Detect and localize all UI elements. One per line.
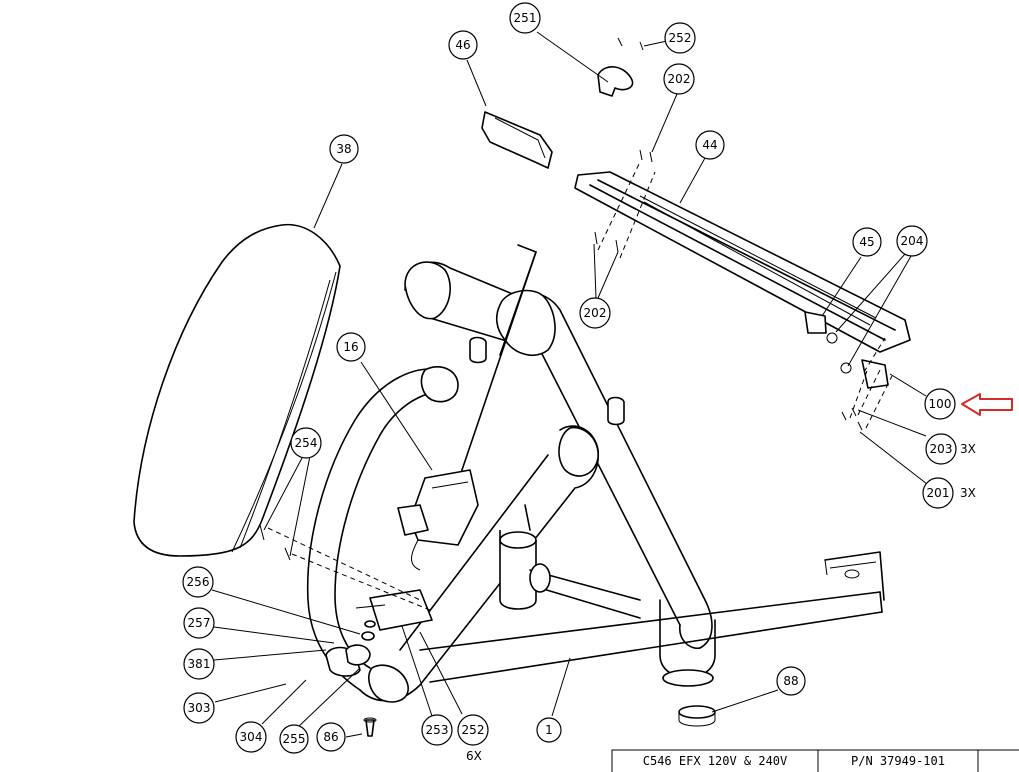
callout-label: 86	[323, 730, 338, 744]
callout-label: 100	[929, 397, 952, 411]
callout-label: 1	[545, 723, 553, 737]
callout-bubble: 204	[896, 225, 928, 257]
callout-bubble: 201	[922, 477, 954, 509]
rear-arch-tube-part	[306, 366, 600, 703]
callout-bubble: 45	[852, 227, 882, 257]
callout-label: 304	[240, 730, 263, 744]
callout-label: 253	[426, 723, 449, 737]
quantity-note-201: 3X	[960, 486, 976, 500]
callout-bubble: 251	[509, 2, 541, 34]
leader-lines	[211, 31, 928, 738]
quantity-note-203: 3X	[960, 442, 976, 456]
callout-label: 254	[295, 436, 318, 450]
highlight-arrow-icon	[961, 393, 1013, 416]
callout-label: 256	[187, 575, 210, 589]
callout-label: 252	[462, 723, 485, 737]
callout-bubble: 44	[695, 130, 725, 160]
callout-bubble: 202	[579, 297, 611, 329]
callout-label: 251	[514, 11, 537, 25]
bracket-part	[481, 111, 553, 169]
title-block: C546 EFX 120V & 240V P/N 37949-101	[611, 749, 1019, 772]
callout-bubble: 257	[183, 607, 215, 639]
callout-label: 16	[343, 340, 358, 354]
callout-bubble: 303	[183, 692, 215, 724]
callout-label: 381	[188, 657, 211, 671]
callout-bubble: 202	[663, 63, 695, 95]
callout-label: 44	[702, 138, 717, 152]
callout-label: 88	[783, 674, 798, 688]
callout-label: 38	[336, 142, 351, 156]
callout-bubble: 86	[316, 722, 346, 752]
callout-label: 46	[455, 38, 470, 52]
callout-label: 45	[859, 235, 874, 249]
callout-label: 204	[901, 234, 924, 248]
a-frame-tube-part	[404, 261, 716, 687]
fasteners-part	[259, 37, 889, 561]
callout-bubble: 254	[290, 427, 322, 459]
callout-label: 252	[669, 31, 692, 45]
callout-bubble: 46	[448, 30, 478, 60]
callout-bubble: 16	[336, 332, 366, 362]
callout-label: 202	[668, 72, 691, 86]
end-cap-part	[678, 705, 716, 727]
actuator-motor-part	[397, 469, 479, 571]
main-frame-part	[419, 551, 885, 683]
callout-bubble: 252	[664, 22, 696, 54]
center-tube-part	[444, 244, 641, 619]
linkage-assembly-part	[325, 589, 433, 737]
callout-bubble: 38	[329, 134, 359, 164]
callout-bubble: 203	[925, 433, 957, 465]
callout-bubble: 100	[924, 388, 956, 420]
callout-bubble: 253	[421, 714, 453, 746]
quantity-note-252: 6X	[466, 749, 482, 763]
callout-label: 201	[927, 486, 950, 500]
callout-bubble: 252	[457, 714, 489, 746]
title-block-model: C546 EFX 120V & 240V	[643, 754, 788, 768]
top-cover-part	[574, 171, 911, 353]
callout-label: 303	[188, 701, 211, 715]
callout-bubble: 255	[279, 724, 309, 754]
callout-label: 202	[584, 306, 607, 320]
callout-bubble: 256	[182, 566, 214, 598]
callout-label: 203	[930, 442, 953, 456]
title-block-part-number: P/N 37949-101	[851, 754, 945, 768]
callout-label: 255	[283, 732, 306, 746]
callout-label: 257	[188, 616, 211, 630]
callout-bubble: 1	[536, 717, 562, 743]
knob-part	[597, 66, 634, 97]
callout-bubble: 381	[183, 648, 215, 680]
shroud-part	[133, 223, 341, 557]
assembly-dash-lines	[267, 161, 893, 611]
callout-bubble: 304	[235, 721, 267, 753]
callout-bubble: 88	[776, 666, 806, 696]
